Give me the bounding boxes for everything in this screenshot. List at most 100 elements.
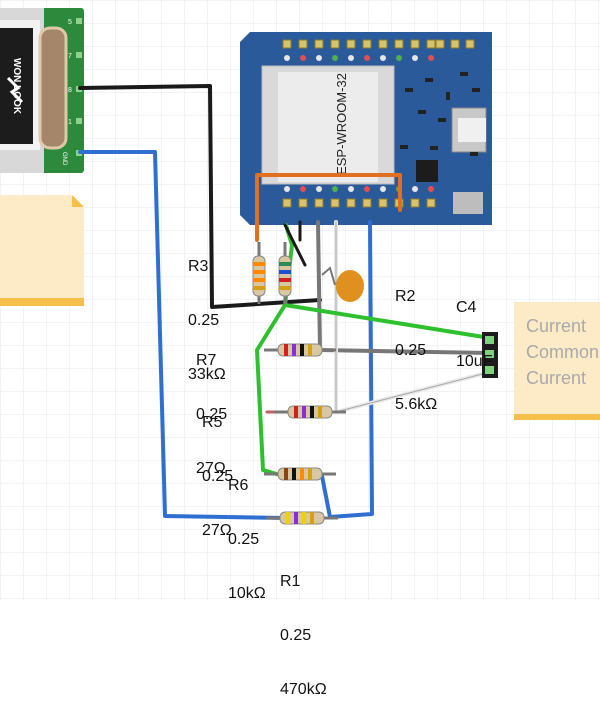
sensor-pin-label: GND (61, 152, 67, 166)
note-line: Current (526, 316, 587, 336)
header-pin[interactable] (465, 39, 475, 49)
header-pin[interactable] (426, 198, 436, 208)
black-wire[interactable] (78, 84, 322, 309)
pin-led (380, 55, 386, 61)
comp-tolerance: 0.25 (280, 627, 312, 644)
resistor-r1[interactable] (266, 511, 338, 525)
comp-value: 27Ω (202, 522, 232, 539)
comp-tolerance: 0.25 (395, 342, 427, 359)
resistor-group (252, 242, 346, 525)
comp-name: R5 (202, 414, 223, 431)
green-wire-main[interactable] (255, 223, 294, 477)
comp-tolerance: 0.25 (228, 531, 260, 548)
pin-led (284, 55, 290, 61)
note-left (0, 195, 84, 306)
header-pin[interactable] (362, 39, 372, 49)
resistor-r3[interactable] (252, 242, 266, 304)
lightning-icon (6, 76, 24, 104)
sensor-pin-label: 7 (68, 53, 72, 60)
note-line: Common (526, 342, 600, 362)
header-pin[interactable] (394, 39, 404, 49)
pin-led (284, 186, 290, 192)
label-r2: R2 0.25 5.6kΩ (395, 252, 437, 432)
comp-name: R7 (196, 352, 217, 369)
resistor-r5[interactable] (274, 405, 346, 419)
comp-value: 27Ω (196, 460, 226, 477)
header-pin[interactable] (346, 39, 356, 49)
green-wire-right[interactable] (283, 303, 492, 340)
pin-led (316, 186, 322, 192)
comp-value: 5.6kΩ (395, 396, 438, 413)
comp-value: 470kΩ (280, 681, 327, 698)
header-pin[interactable] (378, 39, 388, 49)
short-black-lead-2 (283, 223, 307, 267)
header-pin[interactable] (314, 39, 324, 49)
header-pin[interactable] (298, 198, 308, 208)
orange-wire[interactable] (255, 173, 402, 242)
esp32-pin-header (282, 39, 475, 208)
sensor-pin-label: 8 (68, 87, 72, 94)
pin-led (332, 186, 338, 192)
pin-led (364, 55, 370, 61)
pin-led (300, 186, 306, 192)
header-pin[interactable] (410, 39, 420, 49)
note-line: Current (526, 368, 587, 388)
resistor-r7[interactable] (264, 343, 336, 357)
grey-wire-a[interactable] (316, 220, 322, 352)
comp-tolerance: 0.25 (188, 312, 220, 329)
pin-led (316, 55, 322, 61)
comp-tolerance: 0.25 (202, 468, 234, 485)
resistor-r6[interactable] (264, 467, 336, 481)
pin-led (412, 55, 418, 61)
header-pin[interactable] (282, 198, 292, 208)
header-pin[interactable] (450, 39, 460, 49)
pin-led (332, 55, 338, 61)
header-pin[interactable] (426, 39, 436, 49)
pin-led (364, 186, 370, 192)
esp32-board[interactable] (240, 32, 492, 225)
pin-led (300, 55, 306, 61)
header-pin[interactable] (378, 198, 388, 208)
comp-name: C4 (456, 299, 477, 316)
three-pin-connector[interactable] (482, 332, 498, 378)
pin-led (380, 186, 386, 192)
label-r5: R5 0.25 27Ω (202, 378, 233, 558)
pin-led (396, 55, 402, 61)
header-pin[interactable] (362, 198, 372, 208)
label-r6: R6 0.25 10kΩ (228, 441, 266, 621)
comp-name: R1 (280, 573, 301, 590)
header-pin[interactable] (298, 39, 308, 49)
breadboard-canvas: WON LOOK 5 7 8 1 GND ESP-WROOM-32 (0, 0, 600, 600)
pin-led (428, 186, 434, 192)
sensor-pin-label: 1 (68, 119, 72, 126)
header-pin[interactable] (410, 198, 420, 208)
note-right[interactable]: Current Common Current (514, 302, 600, 420)
resistor-r2[interactable] (278, 242, 292, 304)
header-pin[interactable] (282, 39, 292, 49)
sensor-board[interactable]: WON LOOK (0, 8, 84, 173)
pin-led (348, 186, 354, 192)
comp-tolerance: 0.25 (196, 406, 228, 423)
comp-name: R3 (188, 258, 209, 275)
comp-value: 10uF (456, 353, 493, 370)
sensor-pin-label: 5 (68, 19, 72, 26)
header-pin[interactable] (435, 39, 445, 49)
header-pin[interactable] (314, 198, 324, 208)
header-pin[interactable] (330, 198, 340, 208)
grey-wire-b[interactable] (318, 348, 492, 355)
header-pin[interactable] (330, 39, 340, 49)
blue-wire-gnd[interactable] (78, 150, 287, 520)
label-r3: R3 0.25 33kΩ (188, 222, 226, 402)
capacitor-c4[interactable] (321, 266, 364, 302)
blue-wire-right[interactable] (320, 220, 374, 519)
pin-led (348, 55, 354, 61)
header-pin[interactable] (346, 198, 356, 208)
chip-label: ESP-WROOM-32 (334, 73, 349, 175)
comp-name: R6 (228, 477, 249, 494)
pin-led (428, 55, 434, 61)
pin-led (412, 186, 418, 192)
label-r1: R1 0.25 470kΩ (280, 537, 327, 717)
label-r7: R7 0.25 27Ω (196, 316, 227, 496)
label-c4: C4 10uF (456, 263, 492, 389)
comp-name: R2 (395, 288, 416, 305)
